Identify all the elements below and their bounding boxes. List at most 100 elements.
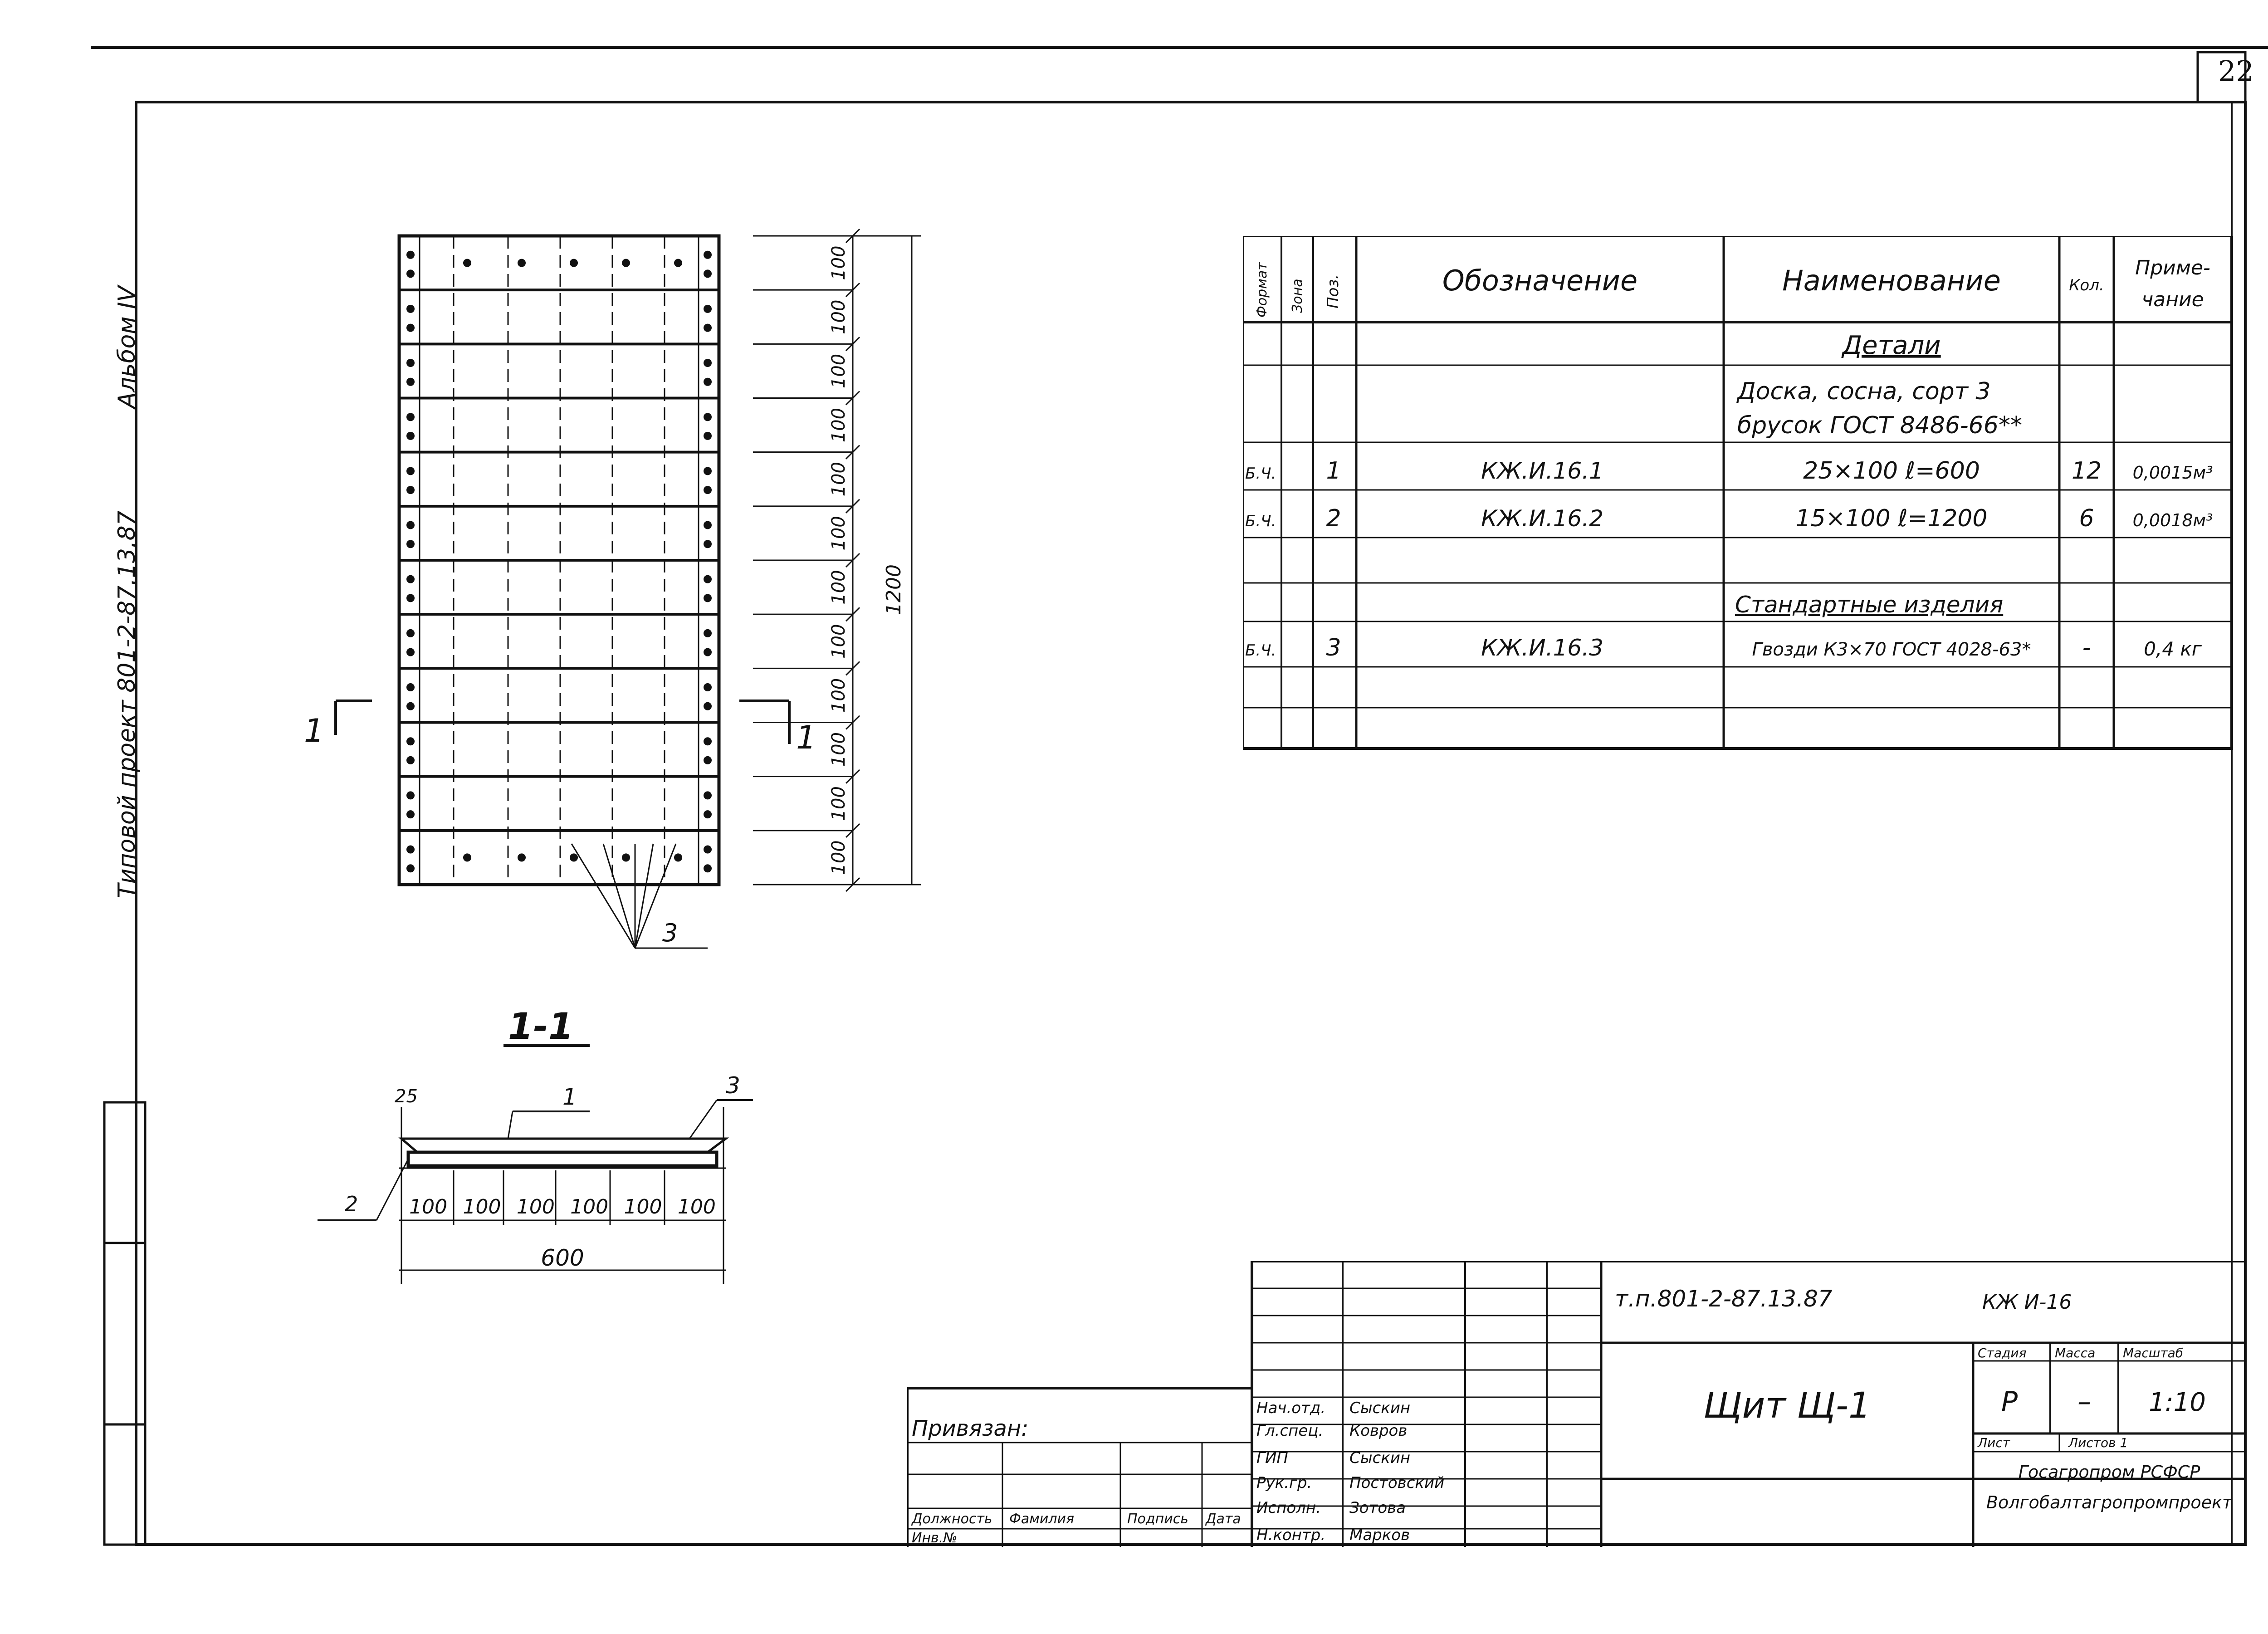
nail-dot xyxy=(570,853,578,862)
signer-role: Н.контр. xyxy=(1256,1526,1325,1544)
spec-table: Формат Зона Поз. Обозначение Наименовани… xyxy=(1243,236,2233,750)
nail-dot xyxy=(622,853,630,862)
nail-dot xyxy=(406,431,415,440)
title-block: т.п.801-2-87.13.87 КЖ И-16 Щит Щ-1 Стади… xyxy=(907,1261,2245,1547)
section-callout-1: 1 xyxy=(562,1084,577,1110)
hdr-format: Формат xyxy=(1254,262,1270,318)
signer-role: Исполн. xyxy=(1256,1499,1321,1517)
spacing-dim: 100 xyxy=(828,624,849,659)
sheet-label: Лист xyxy=(1977,1435,2010,1450)
nail-dot xyxy=(406,359,415,367)
sheet-code: КЖ И-16 xyxy=(1982,1291,2072,1314)
section-thickness: 25 xyxy=(395,1086,418,1107)
nail-dot xyxy=(704,810,712,819)
row1-designation: КЖ.И.16.1 xyxy=(1481,458,1603,484)
nail-dot xyxy=(518,853,526,862)
nail-dot xyxy=(704,737,712,746)
section-callout-2: 2 xyxy=(345,1192,358,1216)
nail-dot xyxy=(674,259,682,267)
signer-name: Зотова xyxy=(1349,1499,1406,1517)
spacing-dim: 100 xyxy=(828,570,849,604)
col-sign: Подпись xyxy=(1127,1511,1188,1527)
cut-marker-right: 1 xyxy=(796,719,816,756)
signer-name: Марков xyxy=(1349,1526,1410,1544)
col-position: Должность xyxy=(911,1511,992,1527)
spacing-dim: 100 xyxy=(828,732,849,767)
hdr-note-1: Приме- xyxy=(2135,256,2210,279)
cut-markers xyxy=(334,700,791,744)
nail-dot xyxy=(406,737,415,746)
nail-dot xyxy=(406,648,415,656)
nail-dot xyxy=(406,540,415,548)
signer-role: Рук.гр. xyxy=(1256,1474,1312,1492)
spacing-dim: 100 xyxy=(828,786,849,821)
scale-value: 1:10 xyxy=(2149,1388,2206,1417)
row1-pos: 1 xyxy=(1326,457,1341,484)
section-title: 1-1 xyxy=(508,1005,574,1047)
signer-name: Сыскин xyxy=(1349,1399,1410,1417)
section-dim: 100 xyxy=(570,1195,608,1218)
hdr-designation: Обозначение xyxy=(1442,264,1637,297)
nail-dot xyxy=(463,259,471,267)
page-number: 22 xyxy=(2218,54,2254,88)
section-dim: 100 xyxy=(678,1195,716,1218)
nail-dot xyxy=(406,810,415,819)
material-line-2: брусок ГОСТ 8486-66** xyxy=(1737,412,2022,439)
nail-dot xyxy=(704,648,712,656)
spacing-dim: 100 xyxy=(828,516,849,550)
row2-format: Б.Ч. xyxy=(1245,512,1276,530)
nail-dot xyxy=(704,431,712,440)
spacing-dim: 100 xyxy=(828,678,849,713)
mass-value: – xyxy=(2077,1386,2091,1418)
inv-label: Инв.№ xyxy=(912,1530,957,1546)
nail-dot xyxy=(704,683,712,692)
spacing-dim: 100 xyxy=(828,245,849,280)
section-dim: 100 xyxy=(517,1195,555,1218)
nail-dot xyxy=(406,413,415,421)
nail-dot xyxy=(406,756,415,764)
nail-dot xyxy=(406,304,415,313)
hdr-qty: Кол. xyxy=(2069,276,2104,294)
nails-callout: 3 xyxy=(662,919,678,947)
nail-dot xyxy=(622,259,630,267)
nail-dot xyxy=(704,413,712,421)
nail-dot xyxy=(406,629,415,637)
nail-dot xyxy=(704,629,712,637)
doc-code: т.п.801-2-87.13.87 xyxy=(1615,1286,1833,1312)
nail-dot xyxy=(406,250,415,259)
hdr-note-2: чание xyxy=(2141,288,2204,311)
signer-name: Постовский xyxy=(1349,1474,1444,1492)
nail-dot xyxy=(704,304,712,313)
nail-dot xyxy=(704,377,712,386)
row3-note: 0,4 кг xyxy=(2144,638,2202,660)
drawing-title: Щит Щ-1 xyxy=(1703,1385,1871,1426)
nail-dot xyxy=(704,540,712,548)
org-line-2: Волгобалтагропромпроект xyxy=(1986,1492,2233,1512)
nail-dot xyxy=(406,702,415,710)
nail-dot xyxy=(406,864,415,873)
nail-dot xyxy=(704,250,712,259)
section-dim: 100 xyxy=(624,1195,662,1218)
nail-dot xyxy=(406,467,415,475)
hdr-name: Наименование xyxy=(1782,264,2001,297)
section-width: 600 xyxy=(541,1245,584,1271)
signer-role: Нач.отд. xyxy=(1256,1399,1325,1417)
nail-dot xyxy=(704,756,712,764)
signer-role: ГИП xyxy=(1256,1449,1288,1467)
spacing-dim: 100 xyxy=(828,354,849,388)
row2-name: 15×100 ℓ=1200 xyxy=(1796,505,1988,532)
nail-dot xyxy=(406,269,415,278)
nails-leader xyxy=(571,843,708,949)
nail-dot xyxy=(406,521,415,529)
nail-dot xyxy=(406,323,415,332)
row2-pos: 2 xyxy=(1326,505,1341,532)
section-details: Детали xyxy=(1841,331,1941,360)
row2-note: 0,0018м³ xyxy=(2133,510,2213,530)
hdr-zone: Зона xyxy=(1290,279,1305,313)
row1-note: 0,0015м³ xyxy=(2133,463,2213,483)
section-view xyxy=(318,1099,753,1284)
section-standard: Стандартные изделия xyxy=(1735,592,2003,618)
nail-dot xyxy=(704,359,712,367)
nail-dot xyxy=(704,269,712,278)
nail-dot xyxy=(704,521,712,529)
